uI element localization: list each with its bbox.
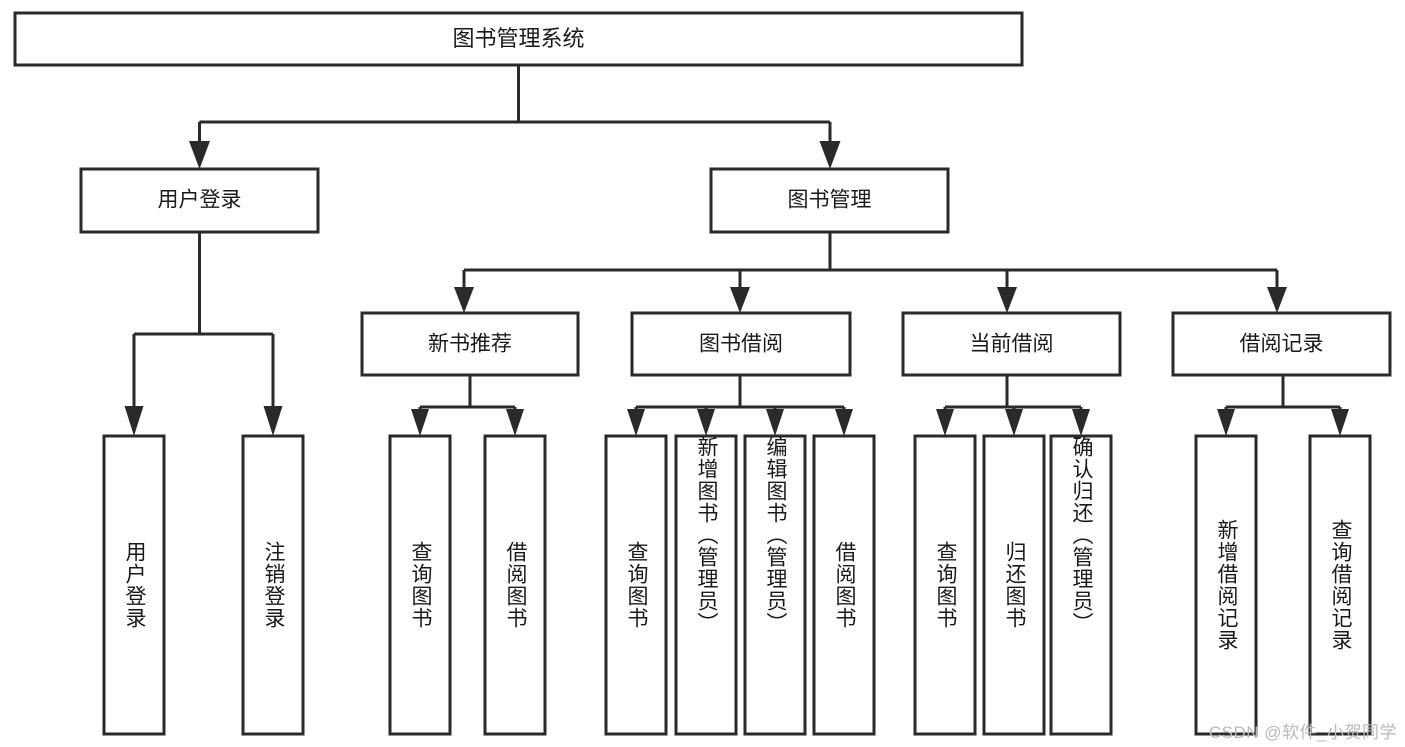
node-user-login-label: 用户登录 [158,189,242,212]
leaf-box-return-book[interactable] [982,434,1046,736]
arrow-head-leaf-confirm-return [1072,409,1090,436]
csdn-watermark: CSDN @软件_小贺同学 [1208,723,1397,742]
node-book-borrow[interactable]: 图书借阅 [630,311,852,377]
leaf-box-borrow-book[interactable] [812,434,876,736]
leaf-box-query-book-current[interactable] [913,434,977,736]
arrow-head-book-management [819,141,841,169]
leaf-box-borrow-book-recommend[interactable] [483,434,547,736]
node-new-book-recommend-box[interactable] [360,311,580,377]
arrow-head-leaf-logout [263,406,283,436]
node-book-borrow-box[interactable] [630,311,852,377]
node-user-login[interactable]: 用户登录 [79,167,320,234]
arrow-head-leaf-edit-book [766,409,784,436]
arrow-head-new-book-recommend [454,287,474,313]
node-current-borrow-box[interactable] [901,311,1122,377]
leaf-box-query-book-borrow[interactable] [604,434,668,736]
node-new-book-recommend[interactable]: 新书推荐 [360,311,580,377]
node-current-borrow[interactable]: 当前借阅 [901,311,1122,377]
arrow-head-leaf-query-book-borrow [627,409,645,436]
arrow-head-leaf-query-book-recommend [411,409,429,436]
leaf-box-logout[interactable] [241,434,305,736]
node-borrow-record-label: 借阅记录 [1240,333,1324,356]
arrow-head-leaf-query-book-current [936,409,954,436]
leaf-box-query-borrow-record[interactable] [1308,434,1372,736]
arrow-head-borrow-record [1267,287,1287,313]
arrow-head-current-borrow [997,287,1017,313]
node-book-borrow-label: 图书借阅 [699,333,783,356]
node-book-management-label: 图书管理 [788,189,872,212]
leaf-box-query-book-recommend[interactable] [388,434,452,736]
node-new-book-recommend-label: 新书推荐 [428,333,512,356]
arrow-head-leaf-borrow-book [835,409,853,436]
connector-group-book-borrow-to-leaves [627,375,853,436]
leaf-box-add-book[interactable] [674,434,738,736]
leaf-box-add-borrow-record[interactable] [1194,434,1258,736]
node-current-borrow-label: 当前借阅 [970,333,1054,356]
arrow-head-leaf-borrow-book-recommend [506,409,524,436]
arrow-head-leaf-add-borrow-record [1217,409,1235,436]
node-user-login-box[interactable] [79,167,320,234]
leaf-box-edit-book[interactable] [743,434,807,736]
arrow-head-leaf-user-login [124,406,144,436]
node-borrow-record[interactable]: 借阅记录 [1171,311,1392,377]
arrow-head-leaf-return-book [1005,409,1023,436]
leaf-box-user-login[interactable] [102,434,166,736]
arrow-head-book-borrow [730,287,750,313]
connector-group-current-borrow-to-leaves [936,375,1090,436]
node-book-management[interactable]: 图书管理 [709,167,950,234]
connector-group-book-management-to-level3 [454,232,1287,313]
leaf-box-confirm-return[interactable] [1049,434,1113,736]
arrow-head-user-login [189,141,210,169]
arrow-head-leaf-query-borrow-record [1331,409,1349,436]
connector-group-new-book-to-leaves [411,375,524,436]
leaf-boxes [102,434,1372,736]
node-borrow-record-box[interactable] [1171,311,1392,377]
node-root-label: 图书管理系统 [452,26,584,51]
node-book-management-box[interactable] [709,167,950,234]
node-root-box[interactable] [13,11,1024,67]
arrow-head-leaf-add-book [697,409,715,436]
connector-group-user-login-to-leaves [124,232,283,436]
connector-group-root-to-level2 [189,65,841,169]
node-root[interactable]: 图书管理系统 [13,11,1024,67]
connector-group-borrow-record-to-leaves [1217,375,1349,436]
